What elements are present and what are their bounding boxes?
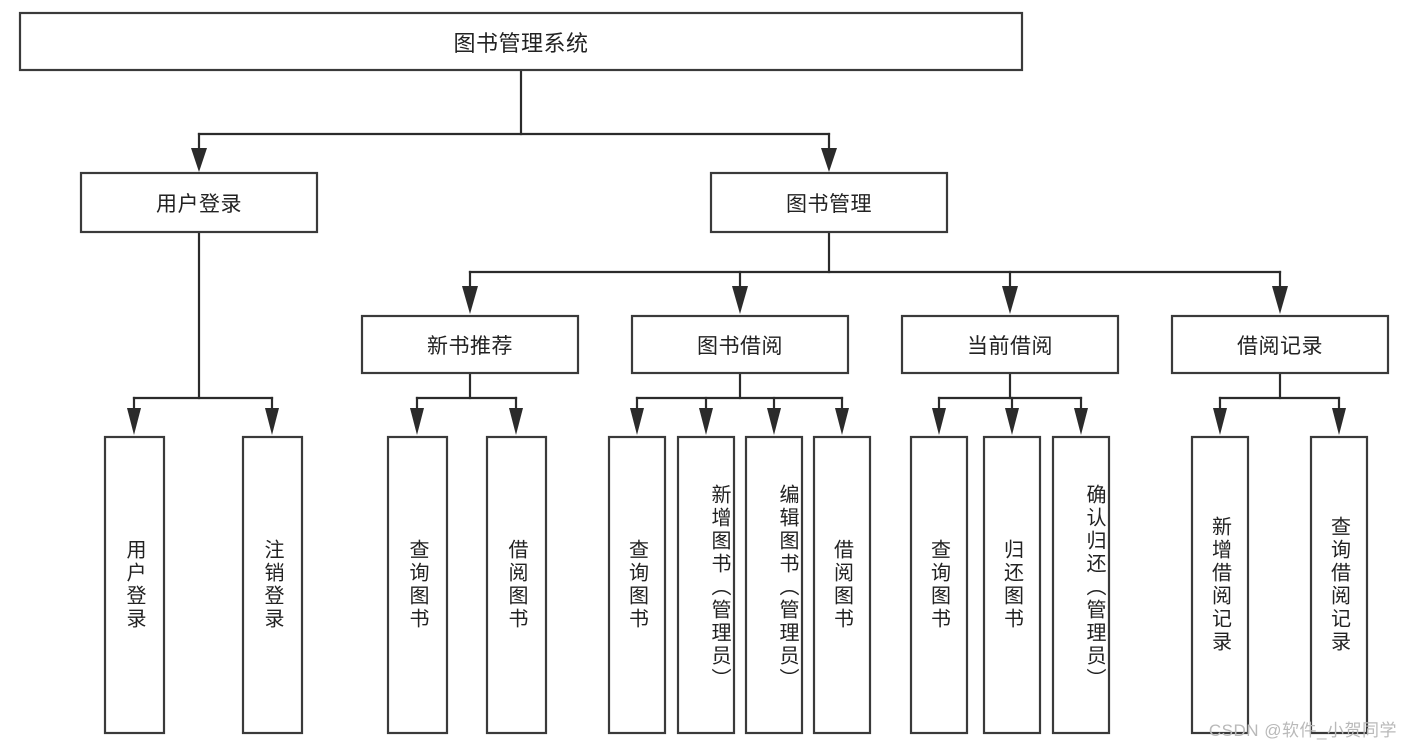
node-box-book-management[interactable] bbox=[709, 171, 949, 234]
arrowhead-leaf-borrow-book-new bbox=[509, 408, 523, 435]
arrowhead-leaf-user-login bbox=[127, 408, 141, 435]
node-box-leaf-borrow-book-new[interactable] bbox=[485, 435, 548, 735]
arrowhead-leaf-logout bbox=[265, 408, 279, 435]
arrowhead-leaf-query-book-new bbox=[410, 408, 424, 435]
node-box-new-book-recommend[interactable] bbox=[360, 314, 580, 375]
node-box-leaf-return-book[interactable] bbox=[982, 435, 1042, 735]
arrowhead-leaf-add-book-admin bbox=[699, 408, 713, 435]
arrowhead-new-book-recommend bbox=[462, 286, 478, 314]
node-box-user-login[interactable] bbox=[79, 171, 319, 234]
node-box-leaf-query-book-current[interactable] bbox=[909, 435, 969, 735]
arrowhead-current-borrow bbox=[1002, 286, 1018, 314]
arrowhead-leaf-edit-book-admin bbox=[767, 408, 781, 435]
arrowhead-book-borrow bbox=[732, 286, 748, 314]
node-box-leaf-query-book-new[interactable] bbox=[386, 435, 449, 735]
arrowhead-leaf-query-borrow-record bbox=[1332, 408, 1346, 435]
connector-group-user-login bbox=[127, 230, 279, 435]
connector-group-root bbox=[191, 68, 837, 172]
node-box-leaf-borrow-book[interactable] bbox=[812, 435, 872, 735]
arrowhead-leaf-borrow-book bbox=[835, 408, 849, 435]
node-box-leaf-query-borrow-record[interactable] bbox=[1309, 435, 1369, 735]
arrowhead-leaf-add-borrow-record bbox=[1213, 408, 1227, 435]
connector-group-book-borrow bbox=[630, 371, 849, 435]
connector-group-new-book-recommend bbox=[410, 371, 523, 435]
node-box-root[interactable] bbox=[18, 11, 1024, 72]
node-box-leaf-user-login[interactable] bbox=[103, 435, 166, 735]
node-box-leaf-logout[interactable] bbox=[241, 435, 304, 735]
arrowhead-book-management bbox=[821, 148, 837, 172]
arrowhead-user-login bbox=[191, 148, 207, 172]
csdn-watermark: CSDN @软件_小贺同学 bbox=[1208, 721, 1397, 740]
connector-group-current-borrow bbox=[932, 371, 1088, 435]
node-box-current-borrow[interactable] bbox=[900, 314, 1120, 375]
node-box-leaf-add-book-admin[interactable] bbox=[676, 435, 736, 735]
arrowhead-borrow-records bbox=[1272, 286, 1288, 314]
node-box-leaf-edit-book-admin[interactable] bbox=[744, 435, 804, 735]
arrowhead-leaf-return-book bbox=[1005, 408, 1019, 435]
node-box-book-borrow[interactable] bbox=[630, 314, 850, 375]
node-box-leaf-query-book-borrow[interactable] bbox=[607, 435, 667, 735]
arrowhead-leaf-query-book-borrow bbox=[630, 408, 644, 435]
node-box-leaf-confirm-return-admin[interactable] bbox=[1051, 435, 1111, 735]
connector-group-book-management bbox=[462, 230, 1288, 314]
arrowhead-leaf-confirm-return-admin bbox=[1074, 408, 1088, 435]
arrowhead-leaf-query-book-current bbox=[932, 408, 946, 435]
connector-group-borrow-records bbox=[1213, 371, 1346, 435]
node-box-leaf-add-borrow-record[interactable] bbox=[1190, 435, 1250, 735]
node-box-borrow-records[interactable] bbox=[1170, 314, 1390, 375]
